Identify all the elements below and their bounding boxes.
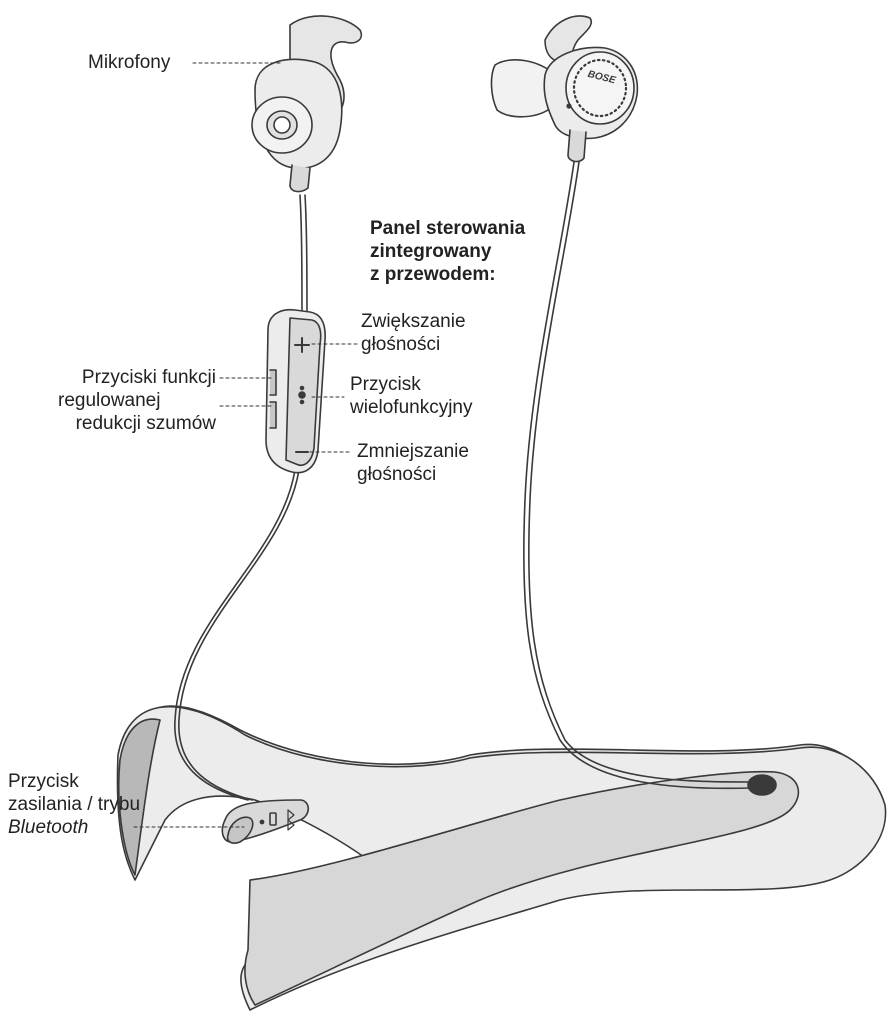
label-volume-up: Zwiększanie głośności bbox=[361, 310, 466, 356]
label-power-button: Przycisk zasilania / trybu Bluetooth bbox=[8, 770, 140, 839]
label-power-line2: zasilania / trybu bbox=[8, 793, 140, 816]
label-noise-line2: regulowanej bbox=[58, 389, 216, 412]
label-power-line1: Przycisk bbox=[8, 770, 140, 793]
inline-remote bbox=[266, 310, 325, 473]
label-volume-up-line1: Zwiększanie bbox=[361, 310, 466, 333]
label-volume-down: Zmniejszanie głośności bbox=[357, 440, 469, 486]
right-earbud bbox=[491, 16, 637, 162]
label-volume-down-line1: Zmniejszanie bbox=[357, 440, 469, 463]
label-noise-line1: Przyciski funkcji bbox=[58, 366, 216, 389]
label-control-panel-line2: zintegrowany bbox=[370, 240, 525, 263]
label-power-line3: Bluetooth bbox=[8, 816, 140, 839]
label-noise-buttons: Przyciski funkcji regulowanej redukcji s… bbox=[58, 366, 216, 435]
label-noise-line3: redukcji szumów bbox=[58, 412, 216, 435]
label-control-panel-line1: Panel sterowania bbox=[370, 217, 525, 240]
label-multifunction: Przycisk wielofunkcyjny bbox=[350, 373, 473, 419]
multifunction-button[interactable] bbox=[299, 392, 305, 398]
label-volume-up-line2: głośności bbox=[361, 333, 466, 356]
label-microphones: Mikrofony bbox=[88, 51, 170, 74]
label-control-panel-heading: Panel sterowania zintegrowany z przewode… bbox=[370, 217, 525, 286]
label-multifunction-line2: wielofunkcyjny bbox=[350, 396, 473, 419]
neckband-cable-port bbox=[748, 775, 776, 795]
right-earbud-face bbox=[566, 52, 634, 124]
label-control-panel-line3: z przewodem: bbox=[370, 263, 525, 286]
neckband bbox=[117, 706, 885, 1010]
power-led bbox=[260, 820, 263, 823]
noise-up-button[interactable] bbox=[270, 370, 276, 395]
right-cable bbox=[524, 162, 752, 788]
label-multifunction-line1: Przycisk bbox=[350, 373, 473, 396]
label-volume-down-line2: głośności bbox=[357, 463, 469, 486]
left-earbud bbox=[252, 16, 361, 192]
